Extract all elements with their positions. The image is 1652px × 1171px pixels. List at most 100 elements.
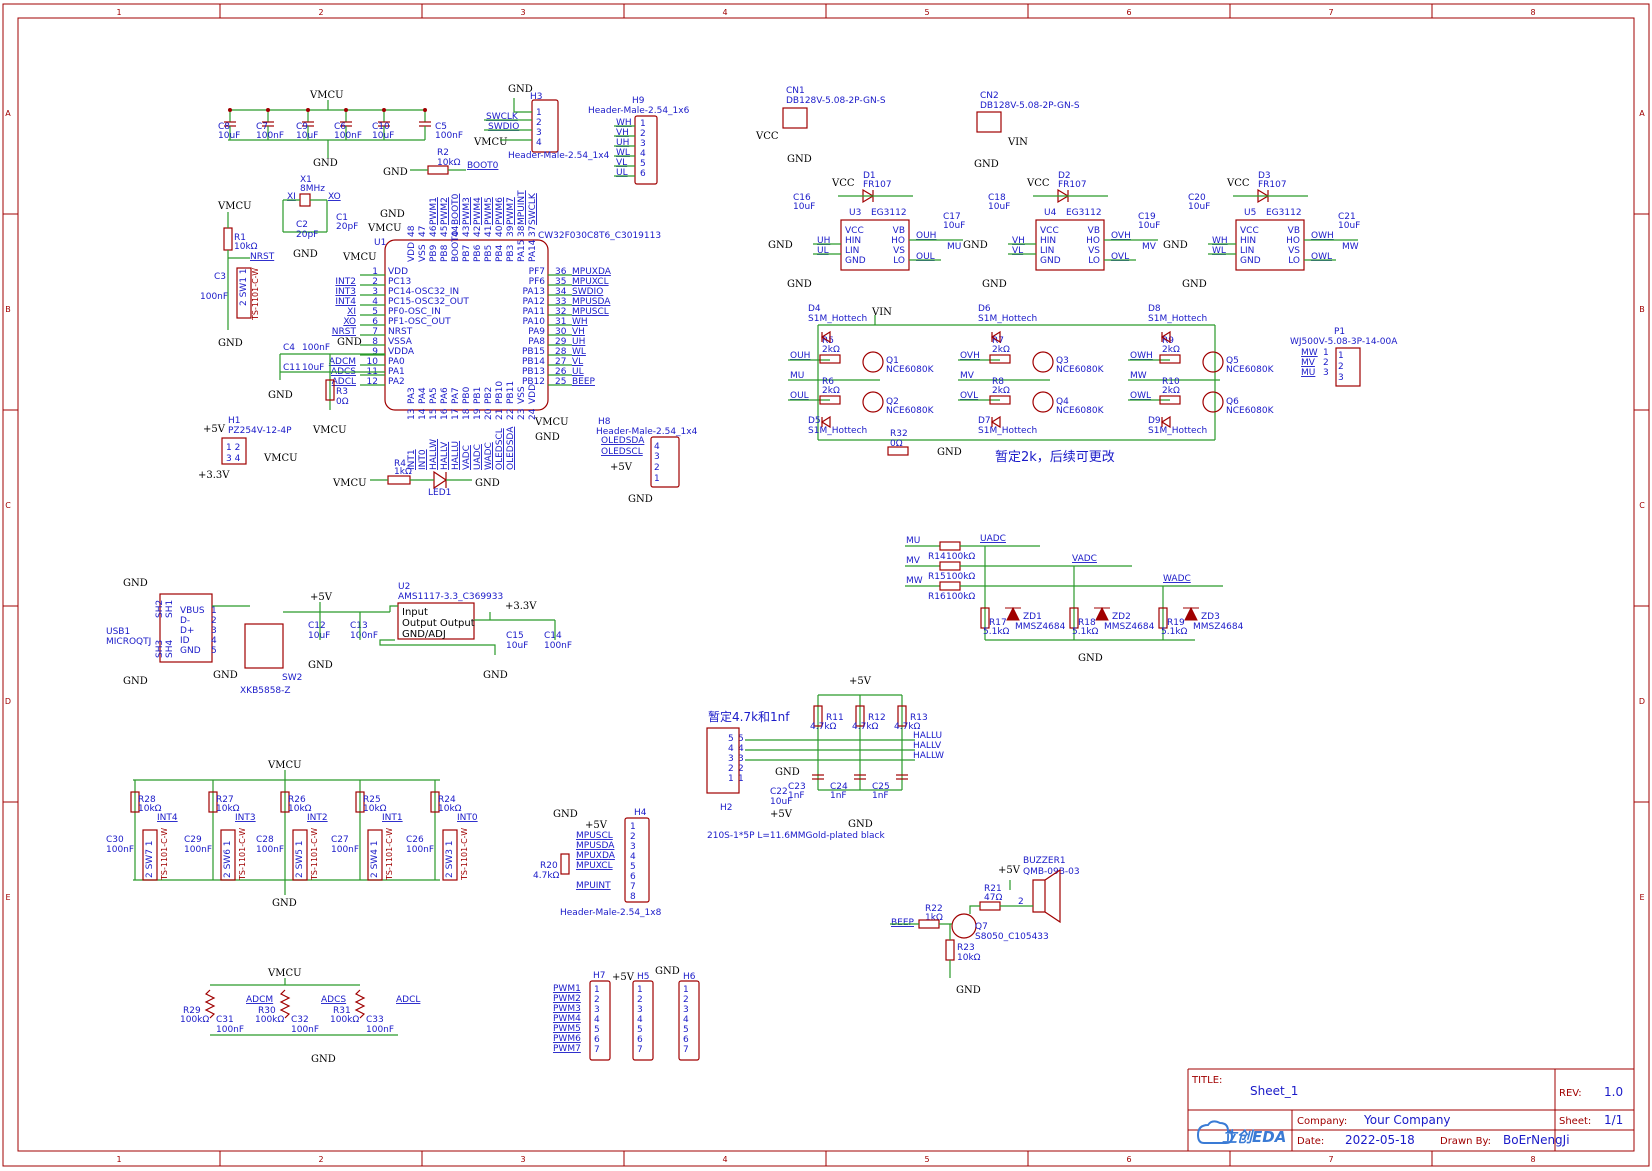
net-bottom: HALLW: [429, 439, 439, 470]
net-pwm3: PWM3: [553, 1004, 581, 1014]
pin-number: 5: [738, 734, 744, 744]
net-oledscl: OLEDSCL: [601, 447, 643, 457]
driver-pin: LO: [1088, 256, 1100, 266]
svg-text:10uF: 10uF: [308, 631, 330, 641]
net-wh: WH: [1212, 236, 1228, 246]
svg-text:100nF: 100nF: [302, 343, 330, 353]
row-marker-A: A: [1639, 109, 1645, 118]
mosfet-symbol: [862, 351, 884, 373]
net-ouh: OUH: [916, 231, 936, 241]
zener-ref: ZD1: [1023, 612, 1042, 622]
driver-body: [1035, 219, 1105, 271]
mcu-pin-number: 38: [517, 225, 527, 237]
net-hallv: HALLV: [913, 741, 942, 751]
res-ref: R18: [1078, 618, 1096, 628]
net-int2: INT2: [307, 813, 328, 823]
driver-pin: HO: [1286, 236, 1300, 246]
bypass-caps: VMCU C810uFC7100nFC910uFC6100nFC1010uFC5…: [218, 90, 463, 169]
net-vh: VH: [1012, 236, 1025, 246]
svg-text:R23: R23: [957, 943, 975, 953]
res-value: 2kΩ: [1162, 345, 1180, 355]
svg-text:H2: H2: [720, 803, 733, 813]
pin-number: 2: [728, 764, 734, 774]
r32-body: [887, 446, 909, 456]
cap-value: 100nF: [216, 1025, 244, 1035]
vmcu-label: VMCU: [367, 223, 402, 234]
h4-net: MPUINT: [576, 881, 611, 891]
res-ref: R12: [868, 713, 886, 723]
driver-ref: U3: [849, 208, 861, 218]
row-marker-E: E: [5, 893, 10, 902]
col-marker-5: 5: [924, 1155, 929, 1164]
mcu-pin-number: 29: [555, 337, 567, 347]
net-ovh: OVH: [1111, 231, 1131, 241]
net-int3: INT3: [335, 287, 356, 297]
gnd-label: GND: [123, 676, 148, 687]
res-ref: R14: [928, 552, 946, 562]
mcu-pin-name: PC13: [388, 277, 411, 287]
mcu-pin-number: 24: [528, 408, 538, 420]
company-value: Your Company: [1363, 1113, 1451, 1127]
res-value: 100kΩ: [946, 552, 975, 562]
switch-body: [442, 829, 458, 881]
switch-part: TS-1101-C-W: [160, 828, 169, 881]
cap-ref: C16: [793, 193, 811, 203]
diode-ref: D3: [1258, 171, 1271, 181]
col-marker-1: 1: [116, 8, 121, 17]
cap-value: 100nF: [256, 845, 284, 855]
net-owl: OWL: [1130, 391, 1151, 401]
p5v-label: +5V: [203, 424, 226, 435]
mosfet-part: NCE6080K: [886, 365, 935, 375]
switch-ref: 2 SW3 1: [445, 840, 455, 878]
mosfet-symbol: [1032, 391, 1054, 413]
res-ref: R17: [989, 618, 1007, 628]
net-bottom: OLEDSCL: [495, 428, 505, 470]
res-value: 2kΩ: [992, 386, 1010, 396]
mcu-pin-number: 48: [407, 225, 417, 237]
res-value: 2kΩ: [1162, 386, 1180, 396]
cap-value: 10uF: [793, 202, 815, 212]
cap-ref: C9: [296, 122, 308, 132]
cap-value: 1nF: [872, 791, 889, 801]
svg-text:C12: C12: [308, 621, 326, 631]
mcu-pin-number: 31: [555, 317, 566, 327]
svg-text:10kΩ: 10kΩ: [957, 953, 981, 963]
mcu-pin-number: 23: [517, 409, 527, 420]
pin-number: 3: [637, 1005, 643, 1015]
svg-text:3: 3: [536, 128, 542, 138]
net-vh: VH: [572, 327, 585, 337]
net-ovh: OVH: [960, 351, 980, 361]
net-vl: VL: [572, 357, 583, 367]
mcu-pin-name: PB1: [473, 387, 483, 404]
diode-part: S1M_Hottech: [978, 314, 1037, 324]
pin-number: 4: [594, 1015, 600, 1025]
switch-part: TS-1101-C-W: [385, 828, 394, 881]
cap-ref: C10: [372, 122, 390, 132]
res-value: 100kΩ: [946, 572, 975, 582]
p33v-label: +3.3V: [505, 601, 537, 612]
q7-part: S8050_C105433: [975, 932, 1049, 942]
driver-pin: VS: [893, 246, 905, 256]
pin-number: 2: [637, 995, 643, 1005]
zener-ref: ZD3: [1201, 612, 1220, 622]
gnd-label: GND: [1078, 653, 1103, 664]
svg-text:SW2: SW2: [282, 673, 302, 683]
pin-number: 3: [738, 754, 744, 764]
svg-text:20pF: 20pF: [296, 230, 318, 240]
mcu-pin-name: PA6: [440, 387, 450, 404]
res-ref: R13: [910, 713, 928, 723]
driver-ref: U4: [1044, 208, 1057, 218]
net-ul: UL: [572, 367, 584, 377]
cap-value: 10uF: [1188, 202, 1210, 212]
net-top: PWM3: [462, 197, 472, 225]
svg-text:100nF: 100nF: [200, 292, 228, 302]
mcu-pin-name: PA8: [528, 337, 545, 347]
cap-value: 10uF: [1138, 221, 1160, 231]
svg-text:C4: C4: [283, 343, 295, 353]
gnd-label: GND: [313, 158, 338, 169]
res-body: [819, 354, 841, 364]
row-marker-D: D: [5, 697, 11, 706]
net-int0: INT0: [457, 813, 478, 823]
